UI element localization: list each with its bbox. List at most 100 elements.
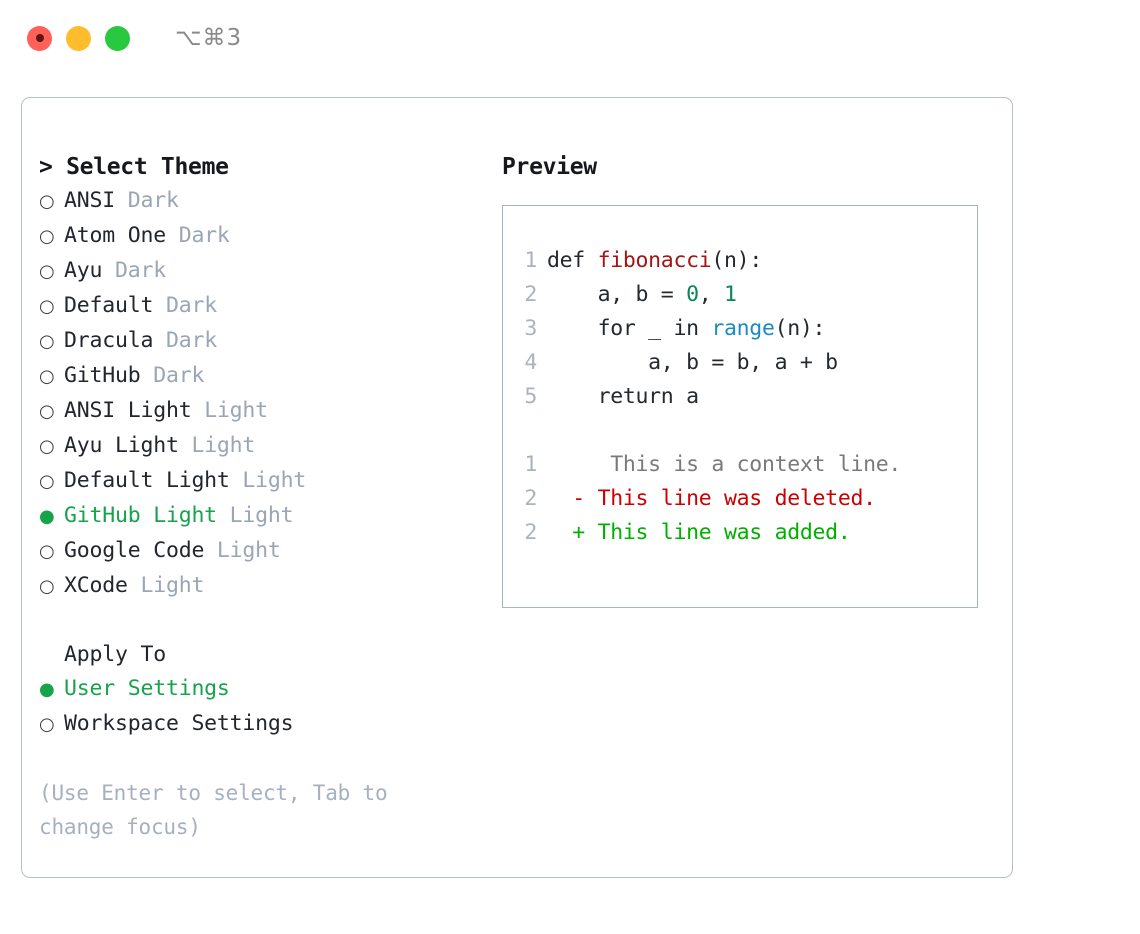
theme-variant-tag: Dark <box>165 223 230 248</box>
theme-option-label: Atom One <box>64 223 166 248</box>
line-number: 2 <box>524 520 537 545</box>
diff-line-add: 2 + This line was added. <box>521 516 977 550</box>
radio-unselected-icon: ○ <box>39 296 55 317</box>
theme-variant-tag: Dark <box>153 328 217 353</box>
traffic-lights <box>27 25 130 51</box>
line-number: 1 <box>524 248 537 273</box>
diff-line-text: + This line was added. <box>547 520 851 545</box>
code-token-plain: def <box>547 248 598 273</box>
line-number: 5 <box>524 384 537 409</box>
code-token-plain: (n): <box>711 248 762 273</box>
maximize-window-button[interactable] <box>105 25 130 51</box>
keyboard-hint-text: (Use Enter to select, Tab to change focu… <box>39 781 388 839</box>
theme-option-ansi-light[interactable]: ○ ANSI Light Light <box>39 394 499 429</box>
theme-option-label: Ayu <box>64 258 103 283</box>
theme-variant-tag: Dark <box>153 293 217 318</box>
diff-line-text: This is a context line. <box>547 452 902 477</box>
preview-header: Preview <box>502 154 597 180</box>
radio-unselected-icon: ○ <box>39 436 55 457</box>
apply-to-option-user-settings[interactable]: ● User Settings <box>39 672 499 707</box>
radio-unselected-icon: ○ <box>39 366 55 387</box>
theme-selector-panel: > Select Theme ○ANSI Dark○Atom One Dark○… <box>21 97 1013 878</box>
theme-option-label: ANSI <box>64 188 115 213</box>
code-token-num: 0 <box>686 282 699 307</box>
code-token-kwfn: range <box>711 316 775 341</box>
theme-option-label: Default <box>64 293 154 318</box>
close-window-button[interactable] <box>27 25 52 51</box>
line-number: 4 <box>524 350 537 375</box>
theme-option-label: GitHub Light <box>64 503 217 528</box>
radio-unselected-icon: ○ <box>39 331 55 352</box>
theme-variant-tag: Light <box>178 433 256 458</box>
apply-to-option-label: User Settings <box>64 676 230 701</box>
theme-variant-tag: Dark <box>114 188 179 213</box>
theme-list-column: > Select Theme ○ANSI Dark○Atom One Dark○… <box>39 150 499 844</box>
theme-option-ansi[interactable]: ○ ANSI Dark <box>39 184 499 219</box>
theme-variant-tag: Dark <box>102 258 166 283</box>
line-number: 1 <box>524 452 537 477</box>
theme-variant-tag: Light <box>127 573 205 598</box>
theme-option-xcode[interactable]: ○ XCode Light <box>39 569 499 604</box>
apply-to-option-workspace-settings[interactable]: ○ Workspace Settings <box>39 707 499 742</box>
radio-unselected-icon: ○ <box>39 401 55 422</box>
code-token-fn: fibonacci <box>597 248 712 273</box>
code-token-plain: (n): <box>774 316 826 341</box>
theme-variant-tag: Light <box>216 503 294 528</box>
apply-to-section: Apply To ● User Settings ○ Workspace Settin… <box>39 638 499 742</box>
code-line: 4 a, b = b, a + b <box>521 346 977 380</box>
code-line: 5 return a <box>521 380 977 414</box>
diff-line-text: - This line was deleted. <box>547 486 876 511</box>
radio-unselected-icon: ○ <box>39 471 55 492</box>
theme-variant-tag: Dark <box>140 363 205 388</box>
radio-unselected-icon: ○ <box>39 226 55 247</box>
radio-selected-icon: ● <box>39 506 55 527</box>
diff-line-del: 2 - This line was deleted. <box>521 482 977 516</box>
theme-option-github[interactable]: ○ GitHub Dark <box>39 359 499 394</box>
theme-option-github-light[interactable]: ● GitHub Light Light <box>39 499 499 534</box>
radio-unselected-icon: ○ <box>39 714 55 735</box>
code-line: 1 def fibonacci(n): <box>521 244 977 278</box>
radio-selected-icon: ● <box>39 679 55 700</box>
theme-option-label: Ayu Light <box>64 433 179 458</box>
code-token-num: 1 <box>724 282 737 307</box>
radio-unselected-icon: ○ <box>39 541 55 562</box>
radio-unselected-icon: ○ <box>39 261 55 282</box>
theme-option-dracula[interactable]: ○Dracula Dark <box>39 324 499 359</box>
theme-option-ayu-light[interactable]: ○ Ayu Light Light <box>39 429 499 464</box>
theme-option-ayu[interactable]: ○ Ayu Dark <box>39 254 499 289</box>
line-number: 2 <box>524 282 537 307</box>
theme-option-label: XCode <box>64 573 128 598</box>
theme-option-google-code[interactable]: ○Google Code Light <box>39 534 499 569</box>
diff-line-ctx: 1 This is a context line. <box>521 448 977 482</box>
code-token-plain: , <box>698 282 725 307</box>
line-number: 2 <box>524 486 537 511</box>
theme-variant-tag: Light <box>191 398 268 423</box>
apply-to-option-list[interactable]: ● User Settings ○ Workspace Settings <box>39 672 499 742</box>
code-token-plain: a, b = <box>547 282 687 307</box>
diff-sample: 1 This is a context line.2 - This line w… <box>521 448 977 550</box>
keyboard-shortcut-label: ⌥⌘3 <box>175 25 243 51</box>
radio-unselected-icon: ○ <box>39 191 55 212</box>
theme-option-list[interactable]: ○ ANSI Dark ○ Atom One Dark ○ Ayu Dark ○ Defaul… <box>39 184 499 604</box>
theme-option-label: Default Light <box>64 468 230 493</box>
theme-variant-tag: Light <box>204 538 281 563</box>
select-theme-header: > Select Theme <box>39 154 229 180</box>
minimize-window-button[interactable] <box>66 25 91 51</box>
theme-option-default-light[interactable]: ○ Default Light Light <box>39 464 499 499</box>
theme-option-label: ANSI Light <box>64 398 192 423</box>
apply-to-option-label: Workspace Settings <box>64 711 294 736</box>
code-token-plain: a, b = b, a + b <box>547 350 838 375</box>
radio-unselected-icon: ○ <box>39 576 55 597</box>
code-line: 2 a, b = 0, 1 <box>521 278 977 312</box>
theme-option-label: GitHub <box>64 363 141 388</box>
theme-option-atom-one[interactable]: ○ Atom One Dark <box>39 219 499 254</box>
code-token-plain: return a <box>547 384 699 409</box>
theme-option-default[interactable]: ○ Default Dark <box>39 289 499 324</box>
code-token-plain: for _ in <box>547 316 712 341</box>
apply-to-label: Apply To <box>64 642 166 667</box>
theme-variant-tag: Light <box>229 468 307 493</box>
